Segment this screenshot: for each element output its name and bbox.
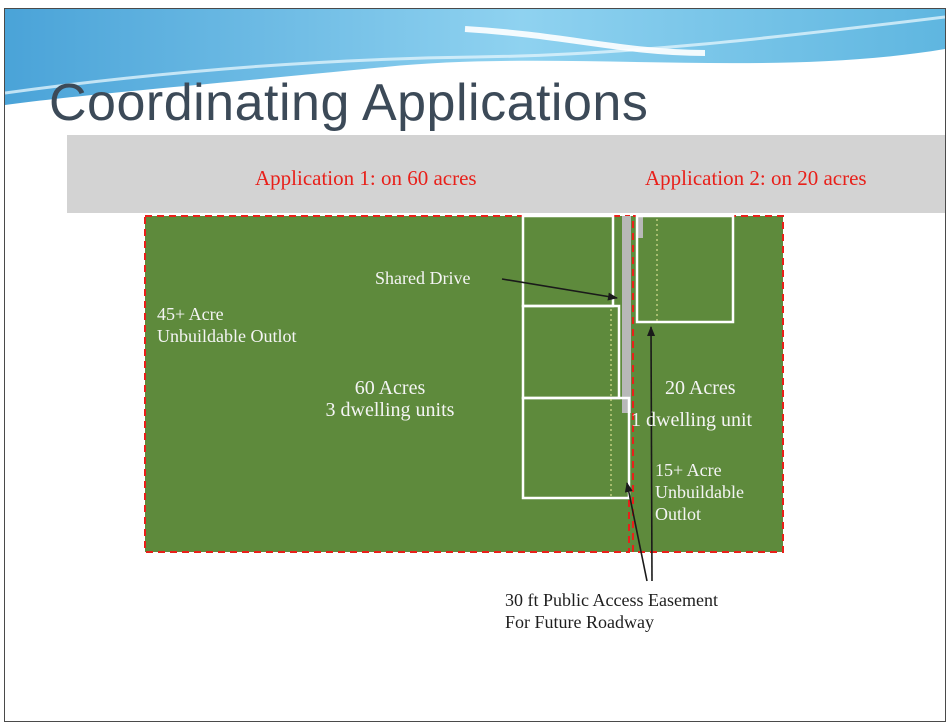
easement-line-1: 30 ft Public Access Easement — [505, 590, 718, 610]
outlot-15-line-1: 15+ Acre — [655, 460, 722, 480]
application-1-label: Application 1: on 60 acres — [255, 166, 477, 190]
parcel-20-units: 1 dwelling unit — [631, 409, 753, 431]
shared-drive-arrow-icon — [501, 278, 618, 301]
site-plan — [5, 9, 945, 582]
outlot-15-label: 15+ Acre Unbuildable Outlot — [655, 459, 744, 525]
page-title: Coordinating Applications — [49, 74, 649, 132]
easement-lines — [610, 219, 658, 497]
drive-spur — [637, 216, 643, 238]
outlot-45-line-1: 45+ Acre — [157, 304, 224, 324]
outlot-15-line-3: Outlot — [655, 504, 702, 524]
parcel-60-units: 3 dwelling units — [325, 399, 455, 421]
easement-arrow-icon-b — [647, 326, 656, 582]
outlot-45-line-2: Unbuildable Outlot — [157, 326, 297, 346]
lot-3 — [521, 396, 631, 500]
easement-label: 30 ft Public Access Easement For Future … — [505, 589, 718, 633]
field-area — [145, 216, 783, 552]
slide: Coordinating Applications Application 1:… — [4, 8, 946, 722]
lot-outlines — [521, 214, 735, 500]
application-banner — [67, 135, 945, 213]
easement-arrow-icon-a — [624, 482, 648, 582]
shared-drive-label: Shared Drive — [375, 268, 471, 288]
lot-4 — [635, 214, 735, 324]
outlot-45-label: 45+ Acre Unbuildable Outlot — [157, 303, 296, 347]
parcel-20-acres: 20 Acres — [665, 377, 736, 399]
parcel-60-label: 60 Acres 3 dwelling units — [315, 377, 465, 421]
shared-drive-strip — [622, 216, 631, 413]
outlot-15-line-2: Unbuildable — [655, 482, 744, 502]
application-2-label: Application 2: on 20 acres — [645, 166, 867, 190]
easement-line-2: For Future Roadway — [505, 612, 654, 632]
parcel-60-acres: 60 Acres — [354, 377, 426, 399]
header-wave-decoration — [5, 9, 945, 105]
